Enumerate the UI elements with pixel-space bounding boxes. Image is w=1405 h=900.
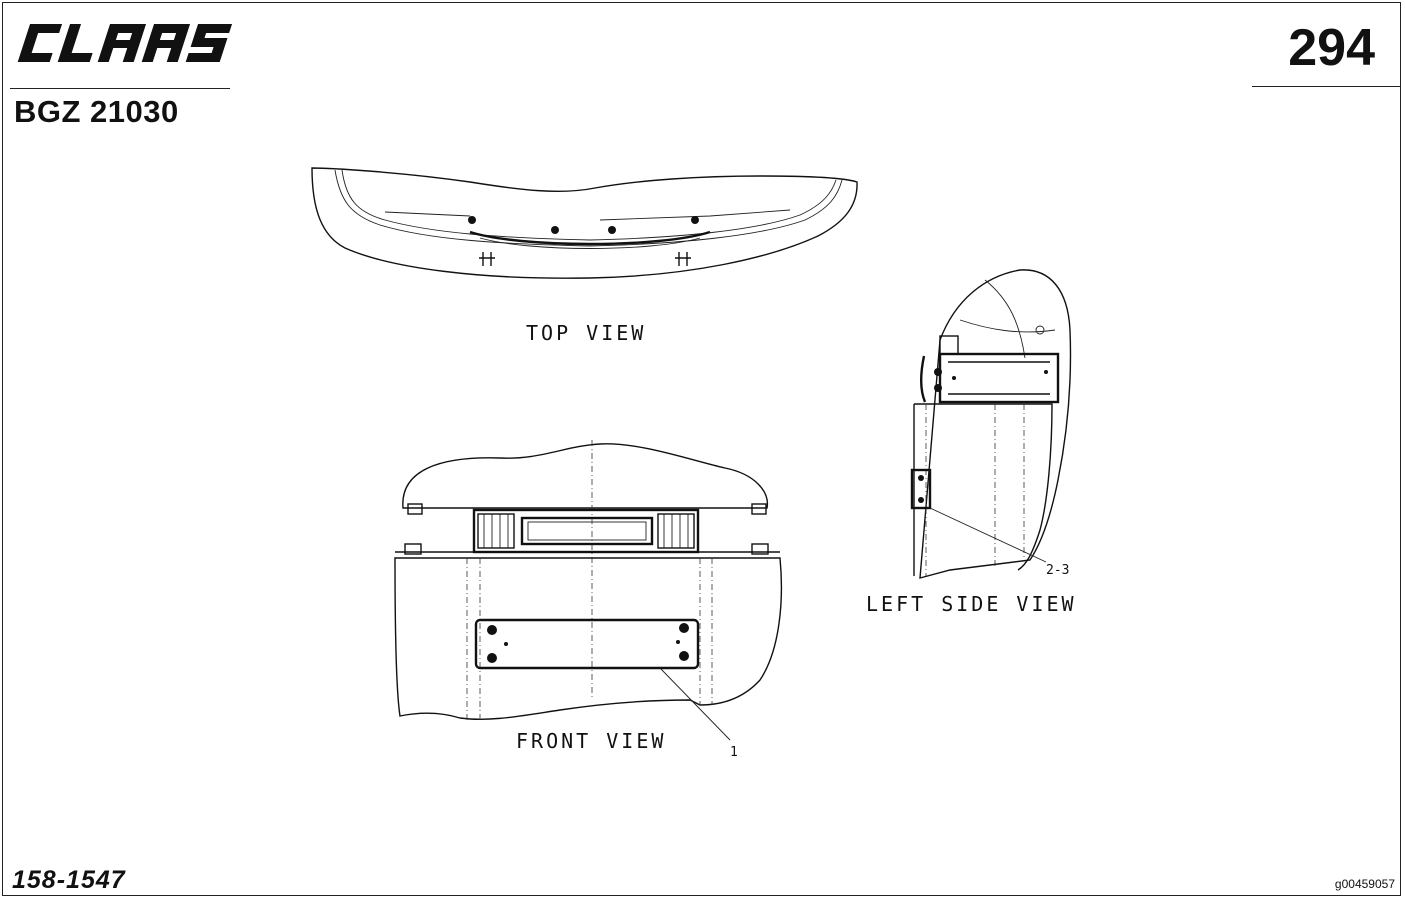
left-side-view-drawing [910, 269, 1072, 579]
top-view-drawing [311, 167, 858, 279]
callout-items-2-3: 2-3 [1046, 563, 1069, 578]
header-rule-right [1252, 86, 1400, 87]
left-side-view-label: LEFT SIDE VIEW [866, 592, 1077, 616]
front-view-drawing [394, 440, 783, 741]
callout-item-1: 1 [730, 745, 738, 760]
part-reference: 158-1547 [12, 866, 126, 894]
header-rule-left [10, 88, 230, 89]
front-view-label: FRONT VIEW [516, 729, 666, 753]
document-code: BGZ 21030 [14, 94, 179, 129]
page-number: 294 [1288, 19, 1375, 77]
top-view-label: TOP VIEW [526, 321, 646, 345]
claas-logo [17, 24, 233, 62]
graphic-id: g00459057 [1334, 877, 1395, 891]
